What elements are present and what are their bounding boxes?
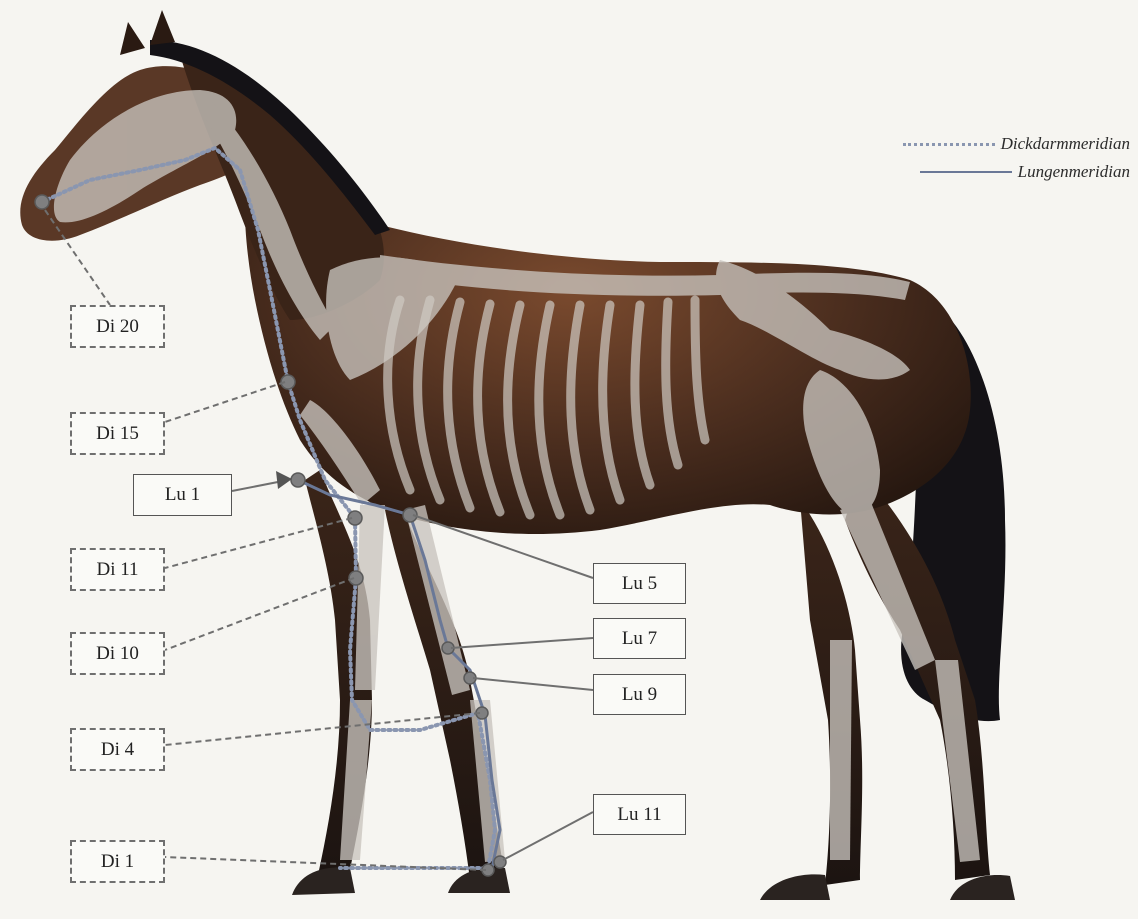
leader-lu7	[451, 638, 593, 648]
leader-di4	[165, 713, 480, 745]
label-lu11: Lu 11	[593, 794, 686, 835]
label-lu7: Lu 7	[593, 618, 686, 659]
label-lu9: Lu 9	[593, 674, 686, 715]
leader-lu11	[503, 812, 593, 860]
hooves	[292, 867, 1015, 900]
label-di15: Di 15	[70, 412, 165, 455]
leader-lu9	[473, 678, 593, 690]
hind-cannon-far	[830, 640, 852, 860]
legend-label-dickdarm: Dickdarmmeridian	[1001, 134, 1130, 154]
legend: Dickdarmmeridian Lungenmeridian	[830, 130, 1130, 190]
arrowhead-lu1	[276, 471, 292, 489]
hoof	[448, 868, 510, 893]
label-di10: Di 10	[70, 632, 165, 675]
hoof	[760, 874, 830, 900]
label-di11: Di 11	[70, 548, 165, 591]
label-lu5: Lu 5	[593, 563, 686, 604]
label-lu1: Lu 1	[133, 474, 232, 516]
hoof	[292, 867, 355, 895]
acupoint-di10	[349, 571, 363, 585]
legend-item-lungen: Lungenmeridian	[920, 162, 1130, 182]
solid-line-swatch	[920, 171, 1012, 173]
acupoint-lu1	[291, 473, 305, 487]
leader-di15	[165, 382, 285, 422]
acupoint-di20	[35, 195, 49, 209]
label-di1: Di 1	[70, 840, 165, 883]
dotted-line-swatch	[903, 143, 995, 146]
label-di4: Di 4	[70, 728, 165, 771]
legend-item-dickdarm: Dickdarmmeridian	[903, 134, 1130, 154]
leader-di10	[165, 578, 354, 650]
acupoint-lu11	[494, 856, 506, 868]
legend-label-lungen: Lungenmeridian	[1018, 162, 1130, 182]
radius-bone	[355, 505, 385, 690]
label-di20: Di 20	[70, 305, 165, 348]
